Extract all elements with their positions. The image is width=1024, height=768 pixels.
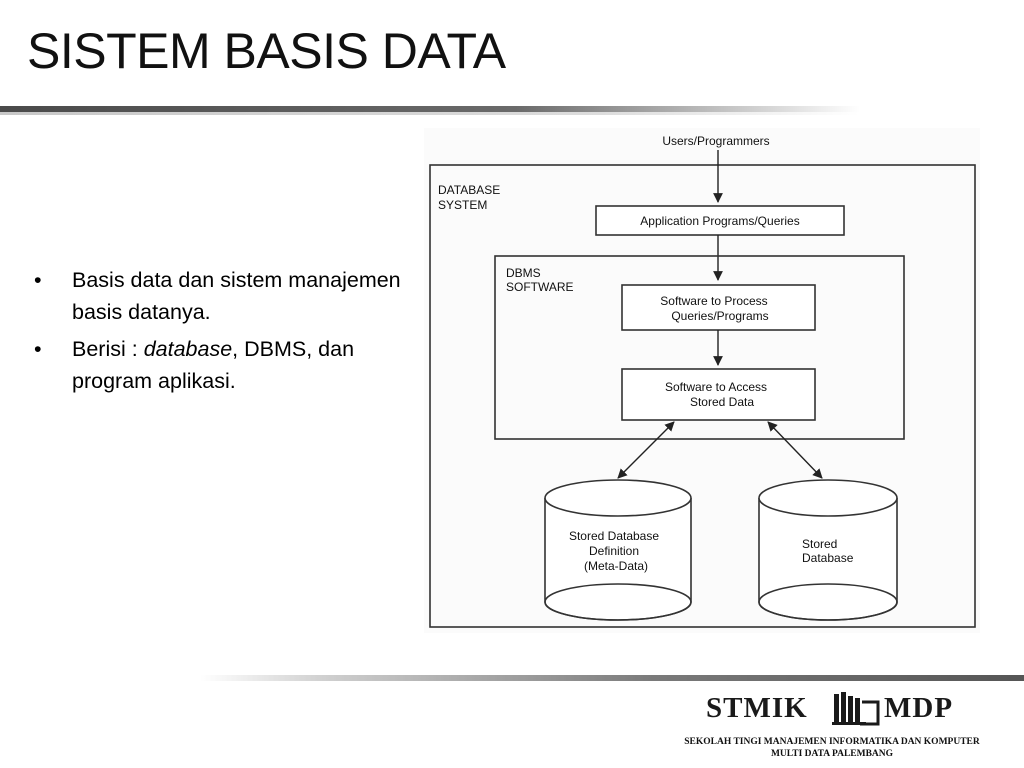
logo-books-icon — [832, 692, 880, 726]
stmik-mdp-logo: STMIK MDP — [706, 690, 976, 730]
metadata-cylinder — [544, 479, 692, 621]
bullet-dot: • — [34, 337, 42, 361]
dbms-label-line2: SOFTWARE — [506, 280, 574, 294]
slide-title: SISTEM BASIS DATA — [27, 23, 506, 79]
metadata-label-line1: Stored Database — [569, 529, 659, 543]
logo-text-left: STMIK — [706, 692, 808, 724]
application-programs-label: Application Programs/Queries — [640, 214, 799, 228]
database-system-diagram: DATABASE SYSTEM Users/Programmers Applic… — [424, 128, 980, 633]
bullet-text: Basis data dan sistem manajemen basis da… — [72, 268, 401, 324]
system-label-line2: SYSTEM — [438, 198, 487, 212]
process-label-line2: Queries/Programs — [671, 309, 768, 323]
access-label-line2: Stored Data — [690, 395, 754, 409]
access-to-database-arrow — [767, 421, 823, 479]
bullet-item: • Basis data dan sistem manajemen basis … — [34, 264, 414, 328]
stored-database-cylinder — [758, 479, 898, 621]
school-name: SEKOLAH TINGI MANAJEMEN INFORMATIKA DAN … — [640, 736, 1024, 760]
top-divider-shadow — [0, 112, 860, 115]
metadata-label-line2: Definition — [589, 544, 639, 558]
users-label: Users/Programmers — [662, 134, 769, 148]
application-programs-box — [595, 205, 845, 236]
school-name-line2: MULTI DATA PALEMBANG — [770, 749, 894, 759]
bullet-text-prefix: Berisi : — [72, 337, 144, 361]
bullet-item: • Berisi : database, DBMS, dan program a… — [34, 333, 414, 397]
top-divider — [0, 106, 860, 112]
process-software-box — [621, 284, 816, 331]
database-system-box — [429, 164, 976, 628]
metadata-label-line3: (Meta-Data) — [584, 559, 648, 573]
stored-label-line2: Database — [802, 551, 854, 565]
school-name-line1: SEKOLAH TINGI MANAJEMEN INFORMATIKA DAN … — [684, 737, 980, 747]
access-label-line1: Software to Access — [665, 380, 767, 394]
bullet-text-italic: database — [143, 337, 233, 361]
dbms-label-line1: DBMS — [506, 266, 541, 280]
logo-text-right: MDP — [884, 692, 954, 724]
system-label-line1: DATABASE — [438, 183, 500, 197]
process-label-line1: Software to Process — [660, 294, 767, 308]
bullet-text-suffix: , DBMS, dan program aplikasi. — [72, 337, 355, 393]
dbms-software-box — [494, 255, 905, 440]
stored-label-line1: Stored — [802, 537, 837, 551]
access-to-metadata-arrow — [617, 421, 675, 479]
bottom-divider — [200, 675, 1024, 681]
access-software-box — [621, 368, 816, 421]
bullet-list: • Basis data dan sistem manajemen basis … — [34, 264, 414, 402]
bullet-dot: • — [34, 268, 42, 292]
diagram-svg: DATABASE SYSTEM Users/Programmers Applic… — [429, 134, 976, 628]
